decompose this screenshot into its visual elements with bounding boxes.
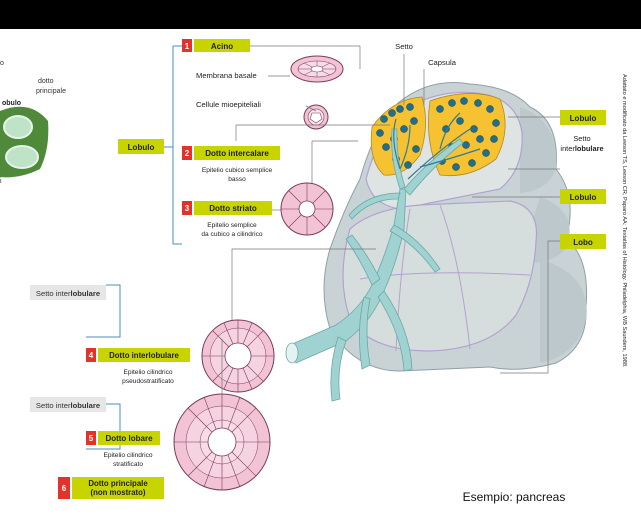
svg-text:4: 4 bbox=[89, 351, 94, 360]
gland-diagram: o dotto principale obulo i bbox=[0, 39, 627, 504]
svg-text:2: 2 bbox=[185, 149, 190, 158]
credit-text: Adattato e modificato da Leeson TS, Lees… bbox=[621, 74, 627, 368]
label-lobo: Lobo bbox=[560, 234, 606, 249]
svg-text:Lobo: Lobo bbox=[573, 238, 593, 247]
svg-text:5: 5 bbox=[89, 434, 94, 443]
label-acino: 1 Acino bbox=[182, 39, 250, 52]
svg-text:6: 6 bbox=[62, 484, 67, 493]
setto-label: Setto bbox=[395, 42, 413, 51]
label-setto-interlobulare-1: Setto interlobulare bbox=[30, 285, 106, 300]
diagram-canvas: o dotto principale obulo i bbox=[0, 29, 641, 521]
cellule-mioepiteliali-label: Cellule mioepiteliali bbox=[196, 100, 261, 109]
fragment-text-5: i bbox=[0, 178, 2, 185]
fragment-text-3: principale bbox=[36, 88, 66, 95]
example-caption: Esempio: pancreas bbox=[463, 490, 566, 504]
svg-text:1: 1 bbox=[185, 42, 190, 51]
epitelio-intercalare-2: basso bbox=[228, 176, 246, 183]
fragment-text-4: obulo bbox=[2, 100, 21, 107]
epitelio-interlobulare-2: pseudostratificato bbox=[122, 378, 174, 385]
svg-text:Dotto lobare: Dotto lobare bbox=[105, 434, 153, 443]
label-lobulo-right: Lobulo bbox=[560, 110, 606, 125]
fragment-text-2: dotto bbox=[38, 78, 54, 85]
svg-text:(non mostrato): (non mostrato) bbox=[90, 488, 145, 497]
svg-text:Lobulo: Lobulo bbox=[570, 193, 597, 202]
label-dotto-striato: 3 Dotto striato bbox=[182, 201, 272, 215]
label-lobulo-right-2: Lobulo bbox=[560, 189, 606, 204]
svg-text:Setto interlobulare: Setto interlobulare bbox=[36, 289, 100, 298]
left-cropped-figure: o dotto principale obulo i bbox=[0, 60, 66, 185]
setto-right-1: Setto bbox=[573, 134, 590, 143]
label-dotto-intercalare: 2 Dotto intercalare bbox=[182, 146, 280, 160]
svg-text:Lobulo: Lobulo bbox=[128, 143, 155, 152]
myoepithelial-schematic bbox=[303, 104, 329, 130]
svg-text:Lobulo: Lobulo bbox=[570, 114, 597, 123]
capsula-label: Capsula bbox=[428, 58, 457, 67]
duct-tree bbox=[285, 128, 464, 402]
acinus-schematic bbox=[290, 55, 344, 83]
lobar-duct-schematic bbox=[173, 393, 271, 491]
label-dotto-interlobulare: 4 Dotto interlobulare bbox=[86, 348, 190, 362]
top-black-bar bbox=[0, 0, 641, 29]
left-bracket-lines bbox=[86, 45, 182, 450]
svg-text:Dotto striato: Dotto striato bbox=[209, 204, 257, 213]
acino-label: Acino bbox=[211, 42, 233, 51]
label-dotto-lobare: 5 Dotto lobare bbox=[86, 431, 160, 445]
membrana-basale-label: Membrana basale bbox=[196, 71, 257, 80]
leader-lines bbox=[221, 45, 560, 394]
svg-text:Dotto interlobulare: Dotto interlobulare bbox=[109, 351, 179, 360]
interlobular-duct-schematic bbox=[201, 319, 275, 393]
epitelio-lobare-2: stratificato bbox=[113, 461, 143, 468]
svg-text:Dotto intercalare: Dotto intercalare bbox=[205, 149, 269, 158]
label-setto-interlobulare-2: Setto interlobulare bbox=[30, 397, 106, 412]
epitelio-lobare-1: Epitelio cilindrico bbox=[103, 452, 152, 459]
svg-text:3: 3 bbox=[185, 204, 190, 213]
striated-duct-schematic bbox=[280, 182, 334, 236]
epitelio-striato-1: Epitelio semplice bbox=[207, 222, 257, 229]
setto-right-2: interlobulare bbox=[560, 144, 603, 153]
fragment-text-1: o bbox=[0, 60, 4, 67]
svg-text:Dotto principale: Dotto principale bbox=[88, 479, 148, 488]
label-dotto-principale: 6 Dotto principale (non mostrato) bbox=[58, 477, 164, 499]
duct-branches-fine bbox=[393, 112, 481, 180]
epitelio-intercalare-1: Epitelio cubico semplice bbox=[202, 167, 273, 174]
epitelio-interlobulare-1: Epitelio cilindrico bbox=[123, 369, 172, 376]
epitelio-striato-2: da cubico a cilindrico bbox=[201, 231, 263, 238]
svg-text:Setto interlobulare: Setto interlobulare bbox=[36, 401, 100, 410]
label-lobulo-left: Lobulo bbox=[118, 139, 164, 154]
